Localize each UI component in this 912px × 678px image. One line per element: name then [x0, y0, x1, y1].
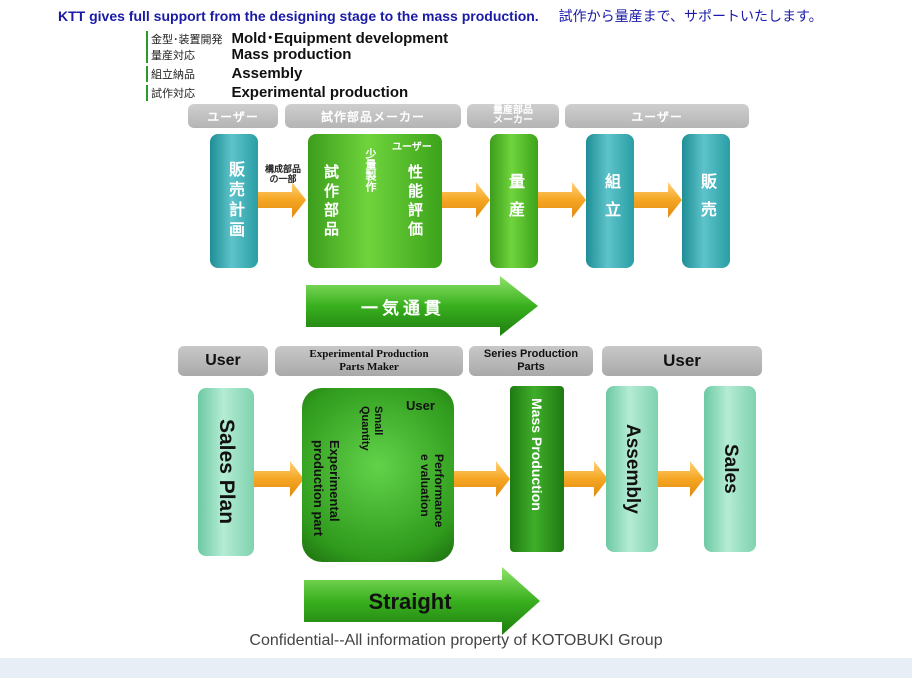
- legend-en-label: Assembly: [231, 65, 303, 82]
- en-mass-box: Mass Production: [510, 386, 564, 552]
- arrow-right-icon: [258, 182, 306, 218]
- jp-header-proto-maker: 試作部品メーカー: [285, 104, 461, 128]
- jp-proto-box: ユーザー 少量製作 試作部品 性能評価: [308, 134, 442, 268]
- en-performance-label: Performance e valuation: [418, 454, 446, 528]
- jp-straight-label: 一気通貫: [361, 299, 445, 318]
- en-proto-parts-label: Experimental production part: [311, 440, 342, 537]
- jp-arrow-label: 構成部品 の一部: [264, 164, 301, 184]
- jp-assembly-label: 組立: [602, 173, 619, 229]
- arrow-right-icon: [538, 182, 586, 218]
- en-sales-plan-label: Sales Plan: [215, 419, 238, 525]
- en-straight-label: Straight: [368, 589, 452, 614]
- en-assembly-box: Assembly: [606, 386, 658, 552]
- jp-sales-label: 販売: [698, 173, 715, 229]
- jp-assembly-box: 組立: [586, 134, 634, 268]
- headline-en: KTT gives full support from the designin…: [58, 8, 539, 24]
- jp-sales-plan-box: 販売計画: [210, 134, 258, 268]
- straight-arrow-en-shape: [304, 567, 540, 635]
- arrow-right-icon: [634, 182, 682, 218]
- jp-performance-label: 性能評価: [406, 164, 423, 240]
- en-header-proto-maker: Experimental Production Parts Maker: [275, 346, 463, 376]
- jp-sales-box: 販売: [682, 134, 730, 268]
- arrow-right-icon: [441, 182, 490, 218]
- arrow-right-icon: [563, 461, 608, 497]
- en-mass-label: Mass Production: [529, 398, 545, 511]
- arrow-right-icon: [454, 461, 510, 497]
- confidential-notice: Confidential--All information property o…: [249, 632, 663, 649]
- en-sales-plan-box: Sales Plan: [198, 388, 254, 556]
- jp-proto-parts-label: 試作部品: [322, 164, 339, 240]
- en-header-user-2: User: [602, 346, 762, 376]
- arrow-right-icon: [254, 461, 304, 497]
- headline: KTT gives full support from the designin…: [58, 6, 823, 26]
- arrow-right-icon: [658, 461, 704, 497]
- jp-mass-label: 量産: [506, 173, 523, 229]
- legend-en-label: Experimental production: [231, 84, 409, 101]
- jp-proto-user-label: ユーザー: [392, 142, 432, 153]
- footer-bar: [0, 658, 912, 678]
- legend-en-label: Mold･Equipment development: [231, 30, 449, 47]
- en-sales-label: Sales: [720, 444, 741, 494]
- en-proto-user-label: User: [406, 398, 435, 413]
- legend-item-experimental: 試作対応 Experimental production: [146, 84, 408, 103]
- jp-header-user-2: ユーザー: [565, 104, 749, 128]
- jp-header-user: ユーザー: [188, 104, 278, 128]
- legend-jp-label: 金型･装置開発: [146, 31, 227, 47]
- en-header-series-parts: Series Production Parts: [469, 346, 593, 376]
- legend-jp-label: 試作対応: [146, 85, 227, 101]
- legend-item-mass: 量産対応 Mass production: [146, 46, 351, 65]
- en-sales-box: Sales: [704, 386, 756, 552]
- legend-item-mold: 金型･装置開発 Mold･Equipment development: [146, 27, 449, 47]
- en-assembly-label: Assembly: [622, 424, 643, 514]
- straight-arrow-jp-shape: [306, 276, 538, 336]
- jp-small-qty-label: 少量製作: [364, 148, 376, 192]
- en-proto-box: User Small Quantity Experimental product…: [302, 388, 454, 562]
- legend-jp-label: 量産対応: [146, 47, 227, 63]
- jp-mass-box: 量産: [490, 134, 538, 268]
- en-small-qty-label: Small Quantity: [359, 406, 384, 451]
- legend-en-label: Mass production: [231, 46, 352, 63]
- headline-jp: 試作から量産まで、サポートいたします。: [558, 8, 823, 24]
- legend-item-assembly: 組立納品 Assembly: [146, 65, 302, 84]
- en-header-user: User: [178, 346, 268, 376]
- jp-sales-plan-label: 販売計画: [226, 161, 243, 241]
- legend-jp-label: 組立納品: [146, 66, 227, 82]
- jp-header-mass-maker: 量産部品 メーカー: [467, 104, 559, 128]
